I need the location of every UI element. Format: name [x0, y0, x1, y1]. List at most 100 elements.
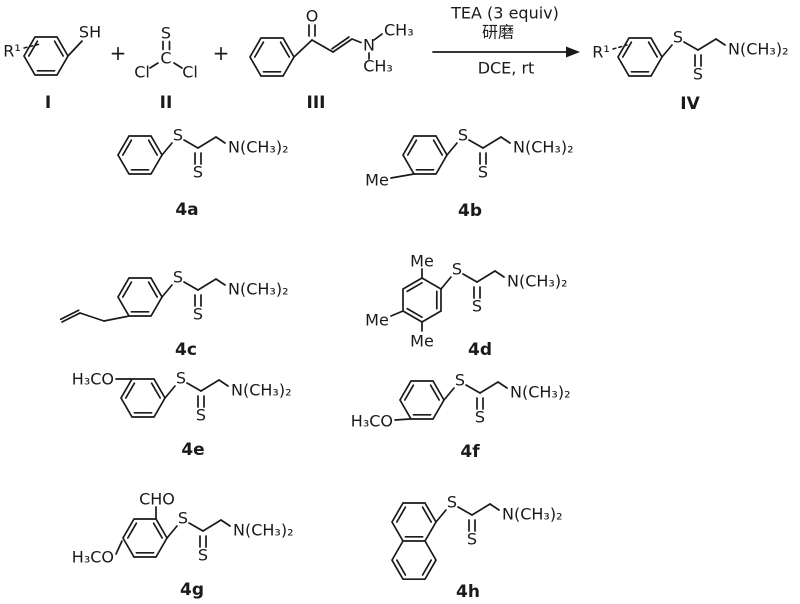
dimethylamino-group: N(CH₃)₂: [502, 505, 562, 524]
dithioester-tail-bonds: [435, 503, 500, 532]
dimethylamino-group: N(CH₃)₂: [228, 138, 288, 157]
methoxy-bond: [394, 418, 411, 421]
arrow-head: [566, 46, 580, 58]
product-4a: S S N(CH₃)₂ 4a: [117, 126, 288, 220]
methyl-bond: [390, 173, 415, 179]
r1-bond: [612, 44, 628, 50]
benzene-ring: [402, 277, 442, 323]
benzene-ring: [122, 518, 168, 558]
product-4h: S S N(CH₃)₂ 4h: [391, 493, 562, 602]
dithioester-tail-bonds: [161, 278, 226, 307]
product-4b: Me S S N(CH₃)₂ 4b: [365, 126, 573, 222]
atom-sulfur-bridge: S: [455, 371, 465, 390]
product-IV: R¹ S S N(CH₃)₂ IV: [592, 28, 788, 115]
atom-sulfur-thiono: S: [196, 406, 206, 425]
atom-nitrogen: N: [363, 36, 375, 55]
dithioester-tail-bonds: [446, 136, 511, 165]
atom-oxygen: O: [306, 7, 319, 26]
atom-sulfur-bridge: S: [173, 126, 183, 145]
structure-label-4b: 4b: [458, 201, 482, 221]
atom-sulfur-thiono: S: [472, 297, 482, 316]
structure-label-4d: 4d: [468, 340, 492, 360]
atom-sulfur-bridge: S: [176, 369, 186, 388]
structure-label-4g: 4g: [180, 580, 204, 600]
structure-label-II: II: [160, 93, 173, 113]
product-4g: CHO H₃CO S S N(CH₃)₂ 4g: [72, 490, 294, 601]
formyl-group: CHO: [139, 490, 175, 509]
condition-grinding: 研磨: [482, 23, 514, 42]
atom-sulfur-bridge: S: [673, 28, 683, 47]
methyl-upper: CH₃: [384, 21, 414, 40]
reaction-arrow: [432, 46, 580, 58]
atom-sulfur-thiono: S: [193, 305, 203, 324]
structure-label-4e: 4e: [181, 440, 204, 460]
atom-sulfur-thiono: S: [467, 530, 477, 549]
methyl-group-bottom: Me: [410, 332, 434, 351]
reactant-II: S C Cl Cl II: [134, 24, 198, 114]
methyl-lower: CH₃: [363, 57, 393, 76]
atom-sulfur-thiono: S: [193, 163, 203, 182]
atom-sulfur: S: [161, 24, 171, 43]
substituent-bonds: [115, 506, 157, 555]
condition-reagent: TEA (3 equiv): [450, 4, 559, 23]
product-4c: S S N(CH₃)₂ 4c: [59, 268, 288, 360]
reactant-III: O N CH₃ CH₃ III: [249, 7, 414, 113]
plus-sign-1: +: [110, 41, 127, 65]
plus-sign-2: +: [213, 41, 230, 65]
methyl-group: Me: [365, 171, 389, 190]
dithioester-tail-bonds: [443, 381, 508, 410]
methoxy-group: H₃CO: [72, 548, 114, 567]
dimethylamino-group: N(CH₃)₂: [233, 521, 293, 540]
bonds: [23, 40, 83, 57]
condition-solvent: DCE, rt: [478, 59, 535, 78]
methoxy-group: H₃CO: [72, 370, 114, 389]
atom-sulfur-bridge: S: [452, 260, 462, 279]
dimethylamino-group: N(CH₃)₂: [728, 40, 788, 59]
dithioester-tail-bonds: [161, 136, 226, 165]
benzene-ring: [399, 380, 445, 420]
reaction-conditions: TEA (3 equiv) 研磨 DCE, rt: [450, 4, 559, 78]
dimethylamino-group: N(CH₃)₂: [228, 280, 288, 299]
atom-sulfur-thiono: S: [478, 163, 488, 182]
atom-sulfur-thiono: S: [475, 408, 485, 427]
product-4f: H₃CO S S N(CH₃)₂ 4f: [351, 371, 571, 463]
atom-carbon: C: [160, 49, 171, 68]
dithioester-tail-bonds: [166, 519, 231, 548]
structure-label-4f: 4f: [460, 442, 480, 462]
dimethylamino-group: N(CH₃)₂: [513, 138, 573, 157]
benzene-ring: [402, 135, 448, 175]
benzene-ring: [117, 135, 163, 175]
naphthalene-ring: [391, 502, 437, 581]
dimethylamino-group: N(CH₃)₂: [507, 272, 567, 291]
structure-label-4a: 4a: [175, 200, 198, 220]
dimethylamino-group: N(CH₃)₂: [510, 383, 570, 402]
reactant-I: R¹ SH I: [3, 23, 101, 114]
structure-label-IV: IV: [680, 94, 700, 114]
allyl-bonds: [59, 309, 130, 323]
atom-chlorine-left: Cl: [134, 63, 150, 82]
r1-substituent: R¹: [3, 42, 21, 61]
structure-label-I: I: [45, 93, 51, 113]
methoxy-group: H₃CO: [351, 412, 393, 431]
benzene-ring: [617, 37, 663, 77]
atom-sulfur-thiono: S: [198, 546, 208, 565]
dithioester-tail-bonds: [164, 379, 229, 408]
benzene-ring: [120, 378, 166, 418]
atom-sulfur-bridge: S: [173, 268, 183, 287]
dimethylamino-group: N(CH₃)₂: [231, 381, 291, 400]
methyl-group-left: Me: [365, 311, 389, 330]
product-4d: Me Me Me S S N(CH₃)₂ 4d: [365, 252, 567, 361]
methyl-bonds: [390, 268, 423, 332]
structure-label-III: III: [307, 93, 326, 113]
atom-sulfur-thiono: S: [693, 65, 703, 84]
product-4e: H₃CO S S N(CH₃)₂ 4e: [72, 369, 292, 461]
bonds: [293, 24, 383, 60]
atom-sulfur-bridge: S: [458, 126, 468, 145]
dithioester-tail-bonds: [661, 38, 726, 67]
bonds: [149, 40, 183, 69]
structure-label-4h: 4h: [456, 582, 480, 602]
atom-chlorine-right: Cl: [182, 63, 198, 82]
methyl-group-top: Me: [410, 252, 434, 271]
